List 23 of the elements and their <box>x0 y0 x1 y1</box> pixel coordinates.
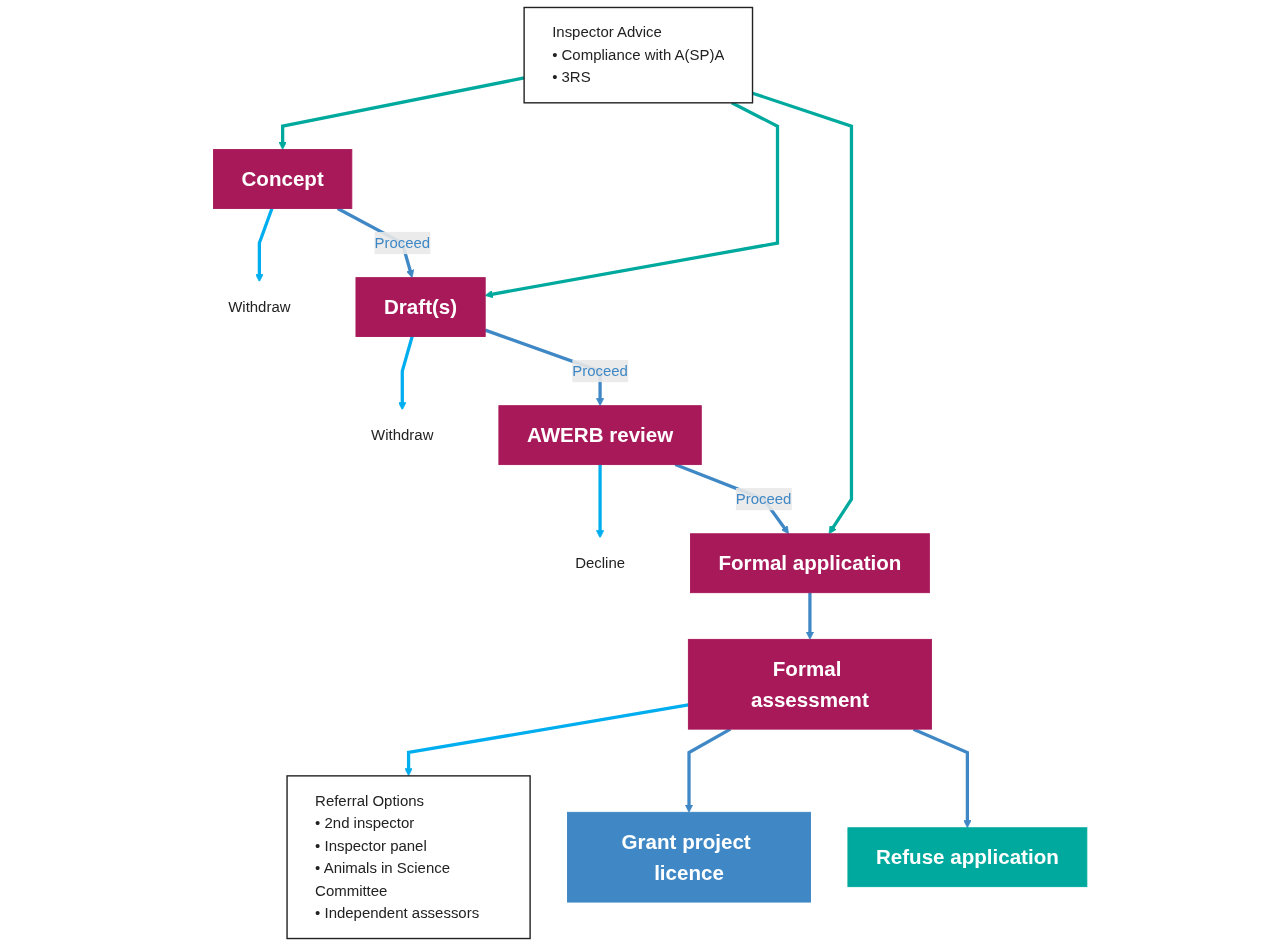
node-text: Decline <box>575 554 626 571</box>
arrow <box>805 592 815 640</box>
node-text: Withdraw <box>228 298 291 315</box>
node-box: Formal assessment <box>687 638 932 730</box>
edge-label: Proceed <box>572 362 628 379</box>
edge-label: Proceed <box>735 490 792 507</box>
node-box: Referral Options • 2nd inspector • Inspector panel • Animals in Science Committee • Independent assessors <box>286 775 531 940</box>
arrow <box>595 464 605 539</box>
edge-label: Proceed <box>374 234 431 251</box>
node-text: Withdraw <box>371 426 434 443</box>
arrow <box>255 207 274 283</box>
node-box: Grant project licence <box>567 811 811 903</box>
arrow <box>398 336 414 411</box>
node-box: Refuse application <box>847 827 1088 888</box>
node-box: Formal application <box>690 533 930 594</box>
arrow <box>278 76 525 150</box>
node-box: AWERB review <box>498 405 702 466</box>
arrow <box>404 703 689 777</box>
arrow <box>484 101 780 299</box>
node-box: Draft(s) <box>355 277 486 337</box>
node-box: Inspector Advice • Compliance with A(SP)A • 3RS <box>523 6 754 104</box>
arrow <box>752 91 854 535</box>
node-box: Concept <box>213 149 353 209</box>
